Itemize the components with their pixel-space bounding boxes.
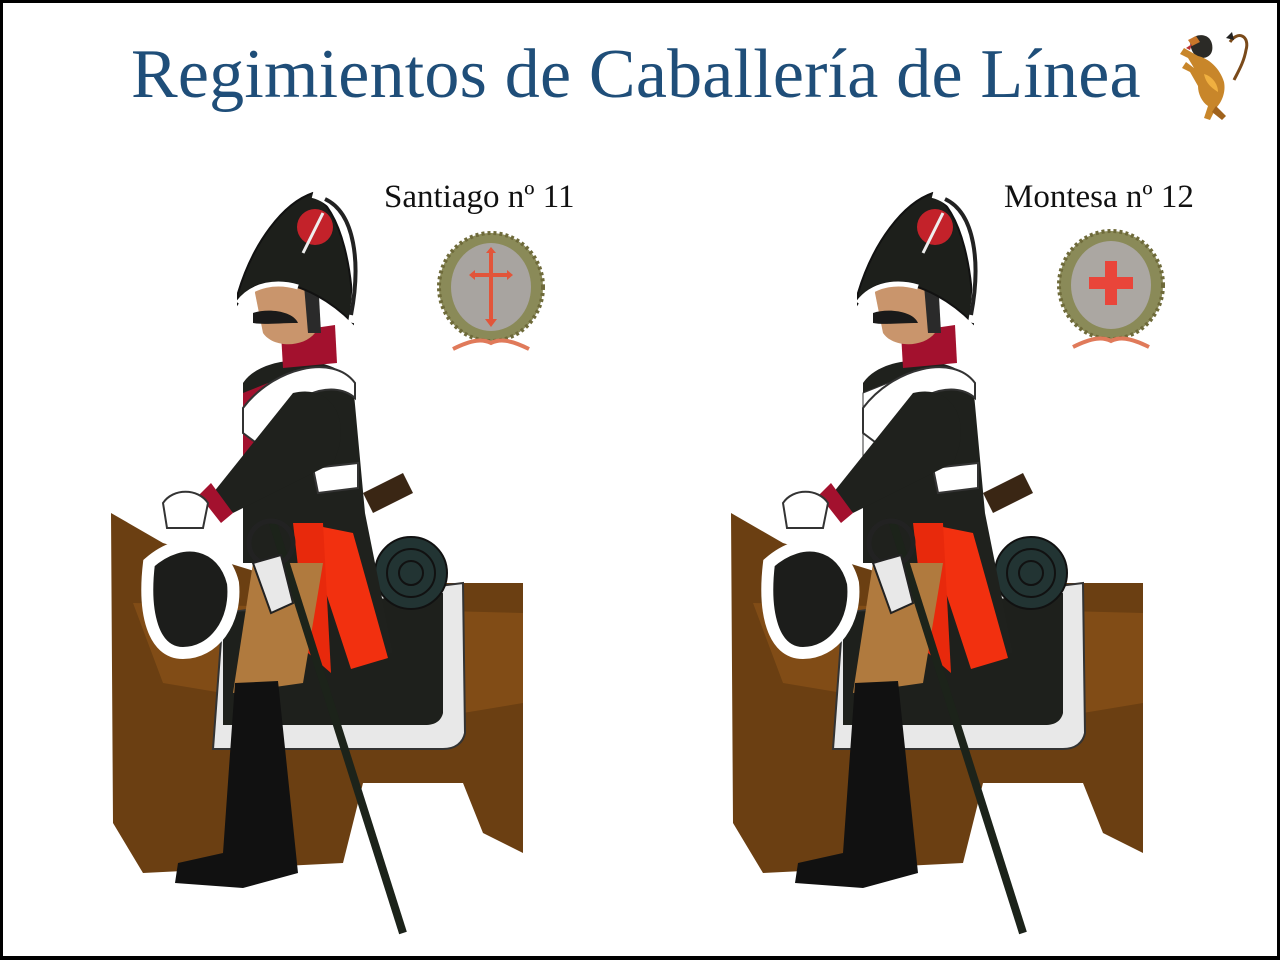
rampant-lion-icon bbox=[1168, 28, 1254, 124]
cross-of-santiago-wreath-icon bbox=[433, 231, 549, 357]
slide-title: Regimientos de Caballería de Línea bbox=[131, 36, 1141, 113]
cavalry-soldier-illustration-santiago bbox=[103, 183, 543, 943]
cavalry-soldier-illustration-montesa bbox=[723, 183, 1163, 943]
regiment-label-montesa: Montesa nº 12 bbox=[1004, 179, 1194, 215]
regiment-label-santiago: Santiago nº 11 bbox=[384, 179, 575, 215]
red-cross-wreath-icon bbox=[1053, 229, 1169, 355]
